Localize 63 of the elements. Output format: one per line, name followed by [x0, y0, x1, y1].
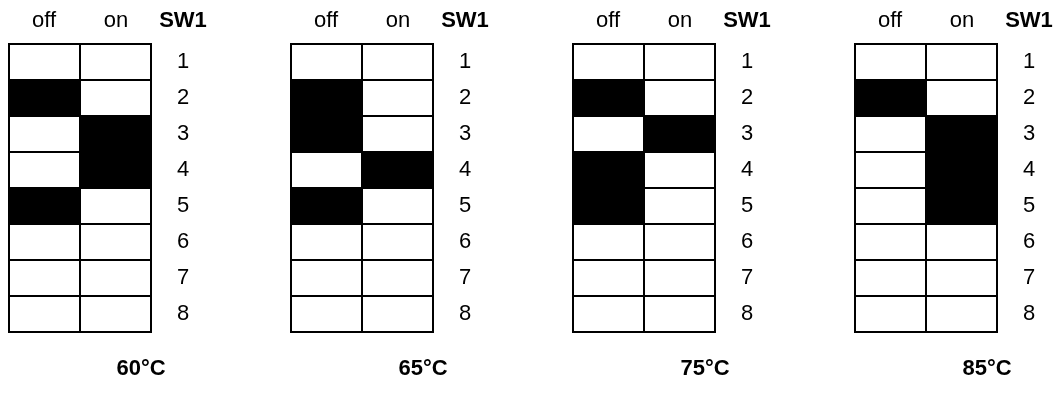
filled-switch-cell: [291, 188, 362, 224]
switch-number: 1: [739, 47, 755, 75]
switch-number: 7: [175, 263, 191, 291]
switch-number: 5: [739, 191, 755, 219]
switch-number: 7: [457, 263, 473, 291]
switch-number: 1: [457, 47, 473, 75]
switch-number: 1: [1021, 47, 1037, 75]
column-header: on: [384, 6, 412, 34]
column-header: off: [594, 6, 622, 34]
switch-number: 2: [457, 83, 473, 111]
column-header: on: [948, 6, 976, 34]
filled-switch-cell: [362, 152, 433, 188]
temperature-label: 65°C: [397, 354, 449, 382]
switch-number: 7: [739, 263, 755, 291]
switch-number: 6: [457, 227, 473, 255]
filled-switch-cell: [573, 188, 644, 224]
switch-number: 2: [739, 83, 755, 111]
switch-number: 2: [1021, 83, 1037, 111]
switch-number: 6: [175, 227, 191, 255]
filled-switch-cell: [573, 80, 644, 116]
filled-switch-cell: [573, 152, 644, 188]
column-header: on: [102, 6, 130, 34]
switch-number: 8: [457, 299, 473, 327]
switch-number: 5: [457, 191, 473, 219]
switch-number: 7: [1021, 263, 1037, 291]
switch-number: 1: [175, 47, 191, 75]
filled-switch-cell: [80, 116, 151, 152]
filled-switch-cell: [926, 188, 997, 224]
switch-number: 6: [739, 227, 755, 255]
switch-number: 8: [175, 299, 191, 327]
column-header: off: [30, 6, 58, 34]
switch-number: 3: [175, 119, 191, 147]
temperature-label: 60°C: [115, 354, 167, 382]
filled-switch-cell: [9, 80, 80, 116]
filled-switch-cell: [291, 116, 362, 152]
switch-number: 6: [1021, 227, 1037, 255]
switch-number: 3: [457, 119, 473, 147]
filled-switch-cell: [926, 116, 997, 152]
switch-label: SW1: [158, 6, 208, 34]
temperature-label: 85°C: [961, 354, 1013, 382]
filled-switch-cell: [855, 80, 926, 116]
filled-switch-cell: [80, 152, 151, 188]
switch-number: 3: [1021, 119, 1037, 147]
switch-number: 5: [175, 191, 191, 219]
filled-switch-cell: [291, 80, 362, 116]
switch-number: 8: [1021, 299, 1037, 327]
column-header: off: [312, 6, 340, 34]
switch-number: 8: [739, 299, 755, 327]
switch-label: SW1: [722, 6, 772, 34]
filled-switch-cell: [644, 116, 715, 152]
switch-label: SW1: [440, 6, 490, 34]
column-header: on: [666, 6, 694, 34]
temperature-label: 75°C: [679, 354, 731, 382]
switch-label: SW1: [1004, 6, 1054, 34]
switch-number: 2: [175, 83, 191, 111]
switch-number: 3: [739, 119, 755, 147]
column-header: off: [876, 6, 904, 34]
switch-number: 4: [175, 155, 191, 183]
switch-number: 4: [1021, 155, 1037, 183]
switch-number: 5: [1021, 191, 1037, 219]
switch-number: 4: [739, 155, 755, 183]
switch-number: 4: [457, 155, 473, 183]
filled-switch-cell: [9, 188, 80, 224]
